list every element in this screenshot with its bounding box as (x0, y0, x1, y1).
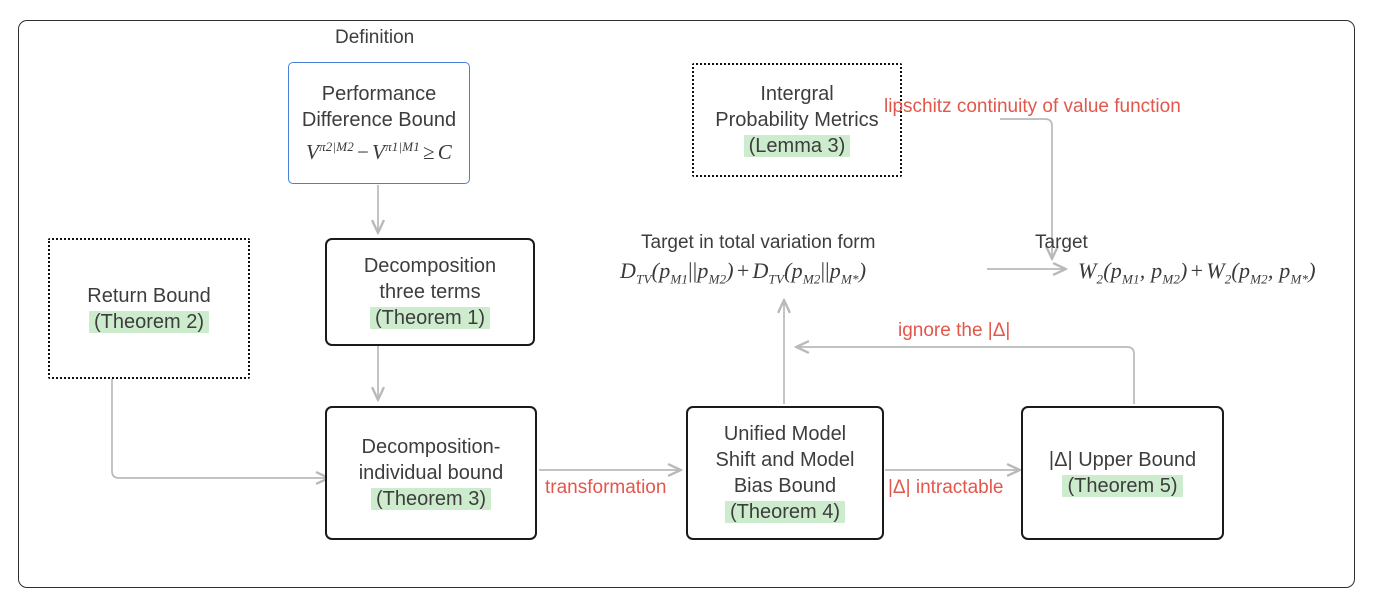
delta-upper-line1: |Δ| Upper Bound (1048, 449, 1197, 471)
performance-formula: Vπ2|M2−Vπ1|M1≥C (306, 139, 452, 164)
node-delta-upper-bound[interactable]: |Δ| Upper Bound (Theorem 5) (1021, 406, 1224, 540)
unified-line1: Unified Model (723, 423, 847, 445)
delta-upper-ref: (Theorem 5) (1062, 473, 1183, 499)
performance-line1: Performance (321, 83, 437, 105)
unified-line2: Shift and Model (715, 449, 855, 471)
node-return-bound[interactable]: Return Bound (Theorem 2) (48, 238, 250, 379)
label-ignore-delta: ignore the |Δ| (898, 320, 1011, 341)
decompind-line2: individual bound (358, 462, 504, 484)
wasserstein-formula: W2(pM1, pM2)+W2(pM2, pM*) (1078, 258, 1316, 287)
performance-line2: Difference Bound (301, 109, 457, 131)
decomp3-ref: (Theorem 1) (369, 305, 491, 331)
decompind-line1: Decomposition- (361, 436, 501, 458)
tv-formula: DTV(pM1||pM2)+DTV(pM2||pM*) (620, 258, 867, 287)
label-transformation: transformation (545, 477, 667, 498)
decomp3-line2: three terms (379, 281, 481, 303)
tv-form-caption: Target in total variation form (641, 232, 876, 253)
decomp3-line1: Decomposition (363, 255, 497, 277)
ipm-ref: (Lemma 3) (743, 133, 851, 159)
return-bound-ref: (Theorem 2) (88, 309, 210, 335)
ipm-line1: Intergral (760, 83, 834, 105)
label-delta-intractable: |Δ| intractable (888, 477, 1004, 498)
decompind-ref: (Theorem 3) (370, 486, 492, 512)
node-unified-model-shift-bias-bound[interactable]: Unified Model Shift and Model Bias Bound… (686, 406, 884, 540)
node-decomposition-three-terms[interactable]: Decomposition three terms (Theorem 1) (325, 238, 535, 346)
node-integral-probability-metrics[interactable]: Intergral Probability Metrics (Lemma 3) (692, 63, 902, 177)
target-caption: Target (1035, 232, 1088, 253)
node-decomposition-individual-bound[interactable]: Decomposition- individual bound (Theorem… (325, 406, 537, 540)
label-lipschitz-continuity: lipschitz continuity of value function (884, 96, 1181, 117)
node-performance-difference-bound[interactable]: Performance Difference Bound Vπ2|M2−Vπ1|… (288, 62, 470, 184)
unified-line3: Bias Bound (733, 475, 837, 497)
ipm-line2: Probability Metrics (715, 109, 879, 131)
unified-ref: (Theorem 4) (724, 499, 846, 525)
definition-caption: Definition (335, 27, 415, 48)
return-bound-line1: Return Bound (87, 284, 211, 307)
